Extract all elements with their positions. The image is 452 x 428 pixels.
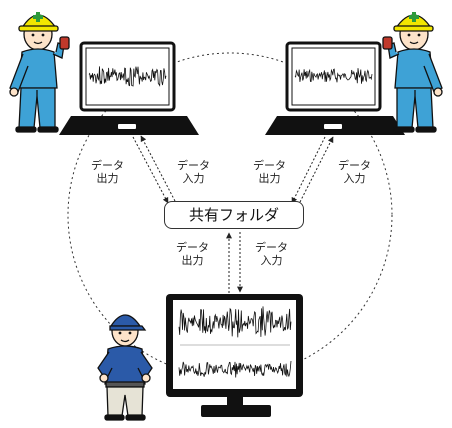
label-monitor-output: データ 出力 <box>176 241 209 267</box>
right-laptop-waveform <box>294 68 373 84</box>
label-left-input: データ 入力 <box>177 159 210 185</box>
label-monitor-input-line2: 入力 <box>260 254 283 267</box>
label-right-output: データ 出力 <box>253 159 286 185</box>
monitor-waveform-top <box>178 306 292 338</box>
label-monitor-input-line1: データ <box>255 241 288 254</box>
arrow-left-output <box>132 136 169 204</box>
arrow-right-output <box>291 136 326 204</box>
network-circle <box>67 52 393 378</box>
label-right-output-line2: 出力 <box>258 172 281 185</box>
arrow-right-input <box>299 136 334 203</box>
left-laptop-waveform <box>88 66 167 87</box>
arrows-left-laptop <box>132 135 176 204</box>
label-monitor-output-line1: データ <box>176 241 209 254</box>
right-laptop <box>265 41 405 135</box>
arrows-monitor <box>226 232 243 293</box>
label-monitor-output-line2: 出力 <box>181 254 204 267</box>
worker-left <box>9 12 70 133</box>
label-left-output: データ 出力 <box>91 159 124 185</box>
label-left-output-line2: 出力 <box>96 172 119 185</box>
worker-bottom <box>97 314 153 421</box>
arrows-right-laptop <box>291 136 334 204</box>
label-right-output-line1: データ <box>253 159 286 172</box>
shared-folder-label: 共有フォルダ <box>188 206 279 224</box>
label-left-input-line1: データ <box>177 159 210 172</box>
label-right-input: データ 入力 <box>338 159 371 185</box>
monitor-waveform-bottom <box>178 360 292 378</box>
label-right-input-line2: 入力 <box>343 172 366 185</box>
arrow-left-input <box>140 135 176 202</box>
label-right-input-line1: データ <box>338 159 371 172</box>
shared-folder-box: 共有フォルダ <box>164 201 304 229</box>
worker-right <box>382 12 443 133</box>
left-laptop <box>59 41 199 135</box>
monitor <box>166 294 303 417</box>
label-left-output-line1: データ <box>91 159 124 172</box>
label-left-input-line2: 入力 <box>182 172 205 185</box>
label-monitor-input: データ 入力 <box>255 241 288 267</box>
